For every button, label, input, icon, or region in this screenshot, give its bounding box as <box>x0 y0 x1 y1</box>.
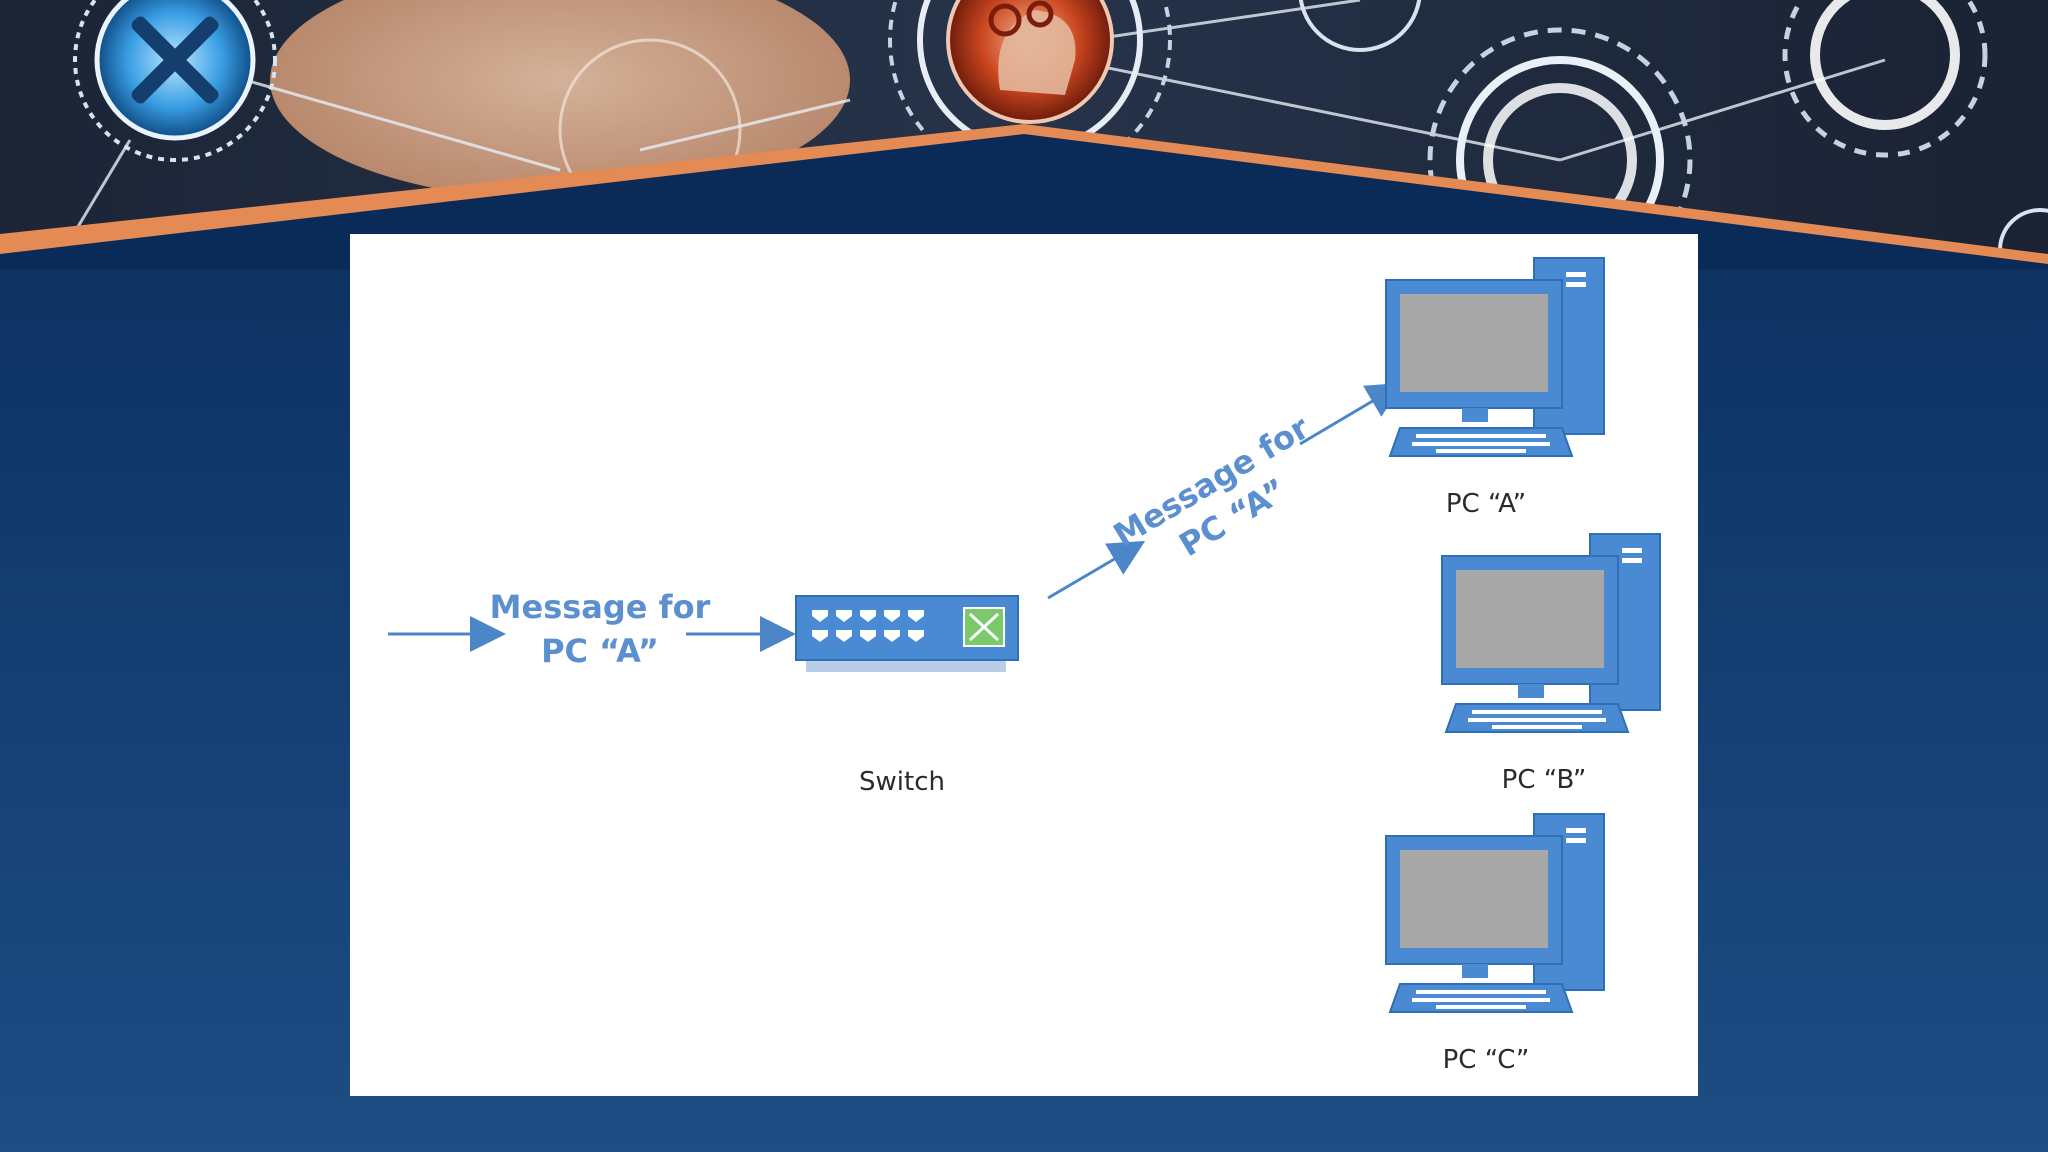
network-switch-icon <box>795 595 1019 672</box>
pc-b-label: PC “B” <box>1502 765 1587 795</box>
forwarded-message-label: Message for PC “A” <box>1107 408 1316 564</box>
network-diagram: Message for PC “A” Message for PC “A” <box>388 257 1661 1075</box>
tools-icon <box>73 0 277 162</box>
pc-a-icon <box>1385 257 1605 457</box>
diagram-panel: Message for PC “A” Message for PC “A” <box>350 234 1698 1096</box>
header-banner <box>0 0 2048 270</box>
incoming-message-line2: PC “A” <box>541 632 659 670</box>
pc-c-icon <box>1385 813 1605 1013</box>
incoming-message-line1: Message for <box>490 588 711 626</box>
switch-out-arrow <box>1047 540 1146 600</box>
switch-label: Switch <box>859 767 945 797</box>
pc-a-label: PC “A” <box>1446 489 1526 519</box>
pc-b-icon <box>1441 533 1661 733</box>
pc-c-label: PC “C” <box>1443 1045 1530 1075</box>
to-pc-a-arrow <box>1299 382 1404 446</box>
